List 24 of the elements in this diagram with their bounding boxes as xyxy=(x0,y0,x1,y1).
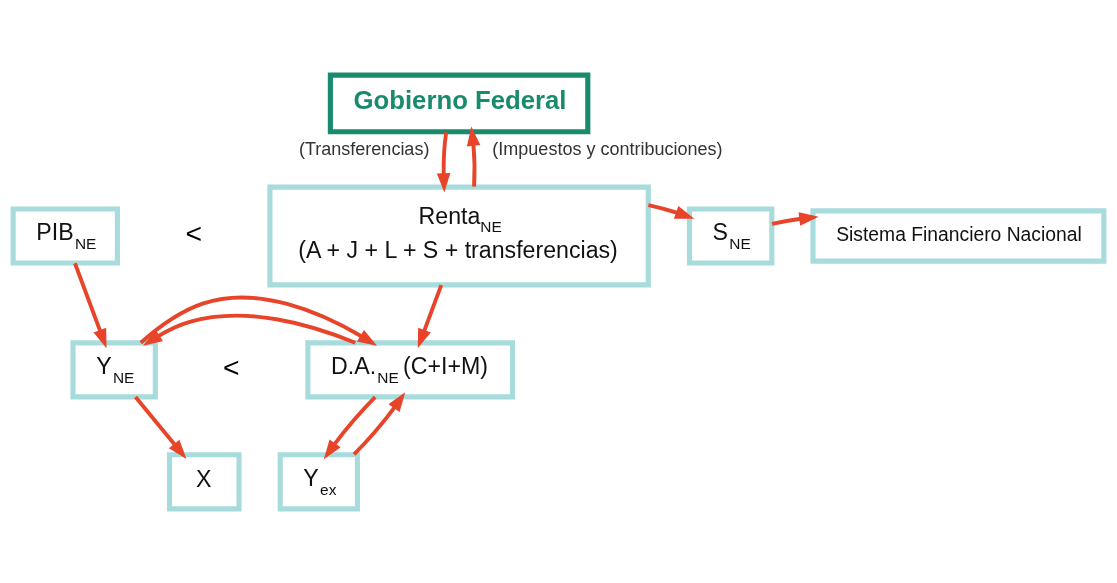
node-box: Y$_{ex}$ xyxy=(277,451,360,511)
node-box: D.A.$_{NE}$ (C+I+M) xyxy=(305,339,516,399)
arrow xyxy=(73,262,107,348)
edge-label: (Transferencias) xyxy=(299,138,430,159)
node-box: Gobierno Federal xyxy=(327,72,591,134)
arrow xyxy=(648,202,695,219)
node-box: X xyxy=(166,451,242,511)
arrow xyxy=(436,131,451,193)
label: < xyxy=(185,216,203,249)
node-box: Y$_{NE}$ xyxy=(70,339,158,399)
arrow xyxy=(142,313,356,346)
arrow xyxy=(134,395,187,459)
label: < xyxy=(222,350,240,383)
arrow xyxy=(139,295,377,346)
node-box: Renta$_{NE}$ (A + J + L + S + transferencias) xyxy=(267,184,651,287)
edge-label: (Impuestos y contribuciones) xyxy=(492,138,723,159)
arrow xyxy=(352,391,406,456)
node-box: Sistema Financiero Nacional xyxy=(810,207,1107,264)
arrow xyxy=(323,395,377,459)
arrow xyxy=(771,211,819,226)
arrow xyxy=(466,126,481,187)
node-box: PIB$_{NE}$ xyxy=(10,205,120,266)
node-box: S$_{NE}$ xyxy=(686,205,775,266)
arrow xyxy=(417,283,444,348)
